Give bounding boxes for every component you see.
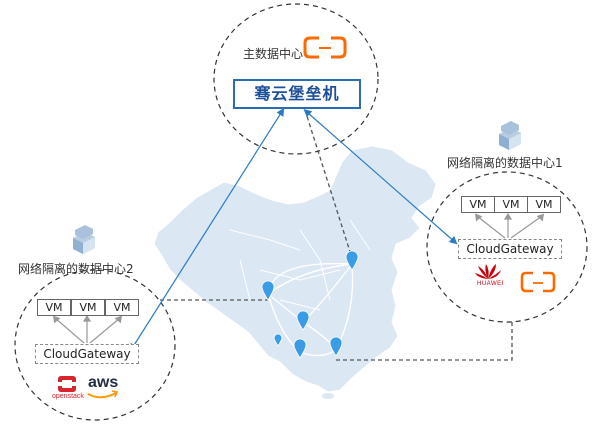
map-pin-icon <box>293 338 307 359</box>
openstack-logo-text: openstack <box>52 393 84 400</box>
dc2-vm-1: VM <box>37 299 71 316</box>
dc1-cloudgateway: CloudGateway <box>458 239 562 259</box>
map-pin-icon <box>329 336 343 357</box>
dc1-label: 网络隔离的数据中心1 <box>447 156 563 170</box>
dc2-vm-2: VM <box>71 299 105 316</box>
dc2-vm-connectors <box>52 314 123 344</box>
server-rack-icon <box>73 225 95 254</box>
aws-arrow-icon <box>111 390 119 398</box>
dc1-vm-2: VM <box>494 196 528 213</box>
arrow-main-dc1 <box>303 109 458 245</box>
dc2-label: 网络隔离的数据中心2 <box>18 262 134 276</box>
arrow-main-dc2 <box>129 107 285 352</box>
hainan-island <box>322 393 334 399</box>
aws-logo-text: aws <box>88 374 119 391</box>
dc1-vm-connectors <box>475 212 545 239</box>
openstack-logo <box>58 376 76 392</box>
main-dc-boundary <box>213 3 379 155</box>
map-pin-icon <box>273 333 283 347</box>
map-pin-icon <box>345 250 359 271</box>
china-map <box>153 145 437 393</box>
aws-smile-icon <box>87 392 117 399</box>
map-pins <box>261 250 359 359</box>
huawei-logo <box>475 264 501 279</box>
dc1-vm-1: VM <box>461 196 495 213</box>
map-pin-icon <box>261 280 275 301</box>
main-dc-label: 主数据中心 <box>243 47 304 61</box>
dc2-vm-3: VM <box>105 299 139 316</box>
dc1-vm-3: VM <box>527 196 561 213</box>
server-rack-icon <box>499 121 521 150</box>
dc2-cloudgateway: CloudGateway <box>35 344 139 364</box>
aliyun-logo <box>303 36 347 59</box>
map-pin-icon <box>296 310 310 331</box>
bastion-host-box: 骞云堡垒机 <box>233 79 361 109</box>
link-dc1-to-map <box>336 322 513 361</box>
huawei-logo-text: HUAWEI <box>477 281 504 287</box>
dc1-boundary <box>426 171 588 323</box>
aliyun-logo <box>520 271 556 293</box>
